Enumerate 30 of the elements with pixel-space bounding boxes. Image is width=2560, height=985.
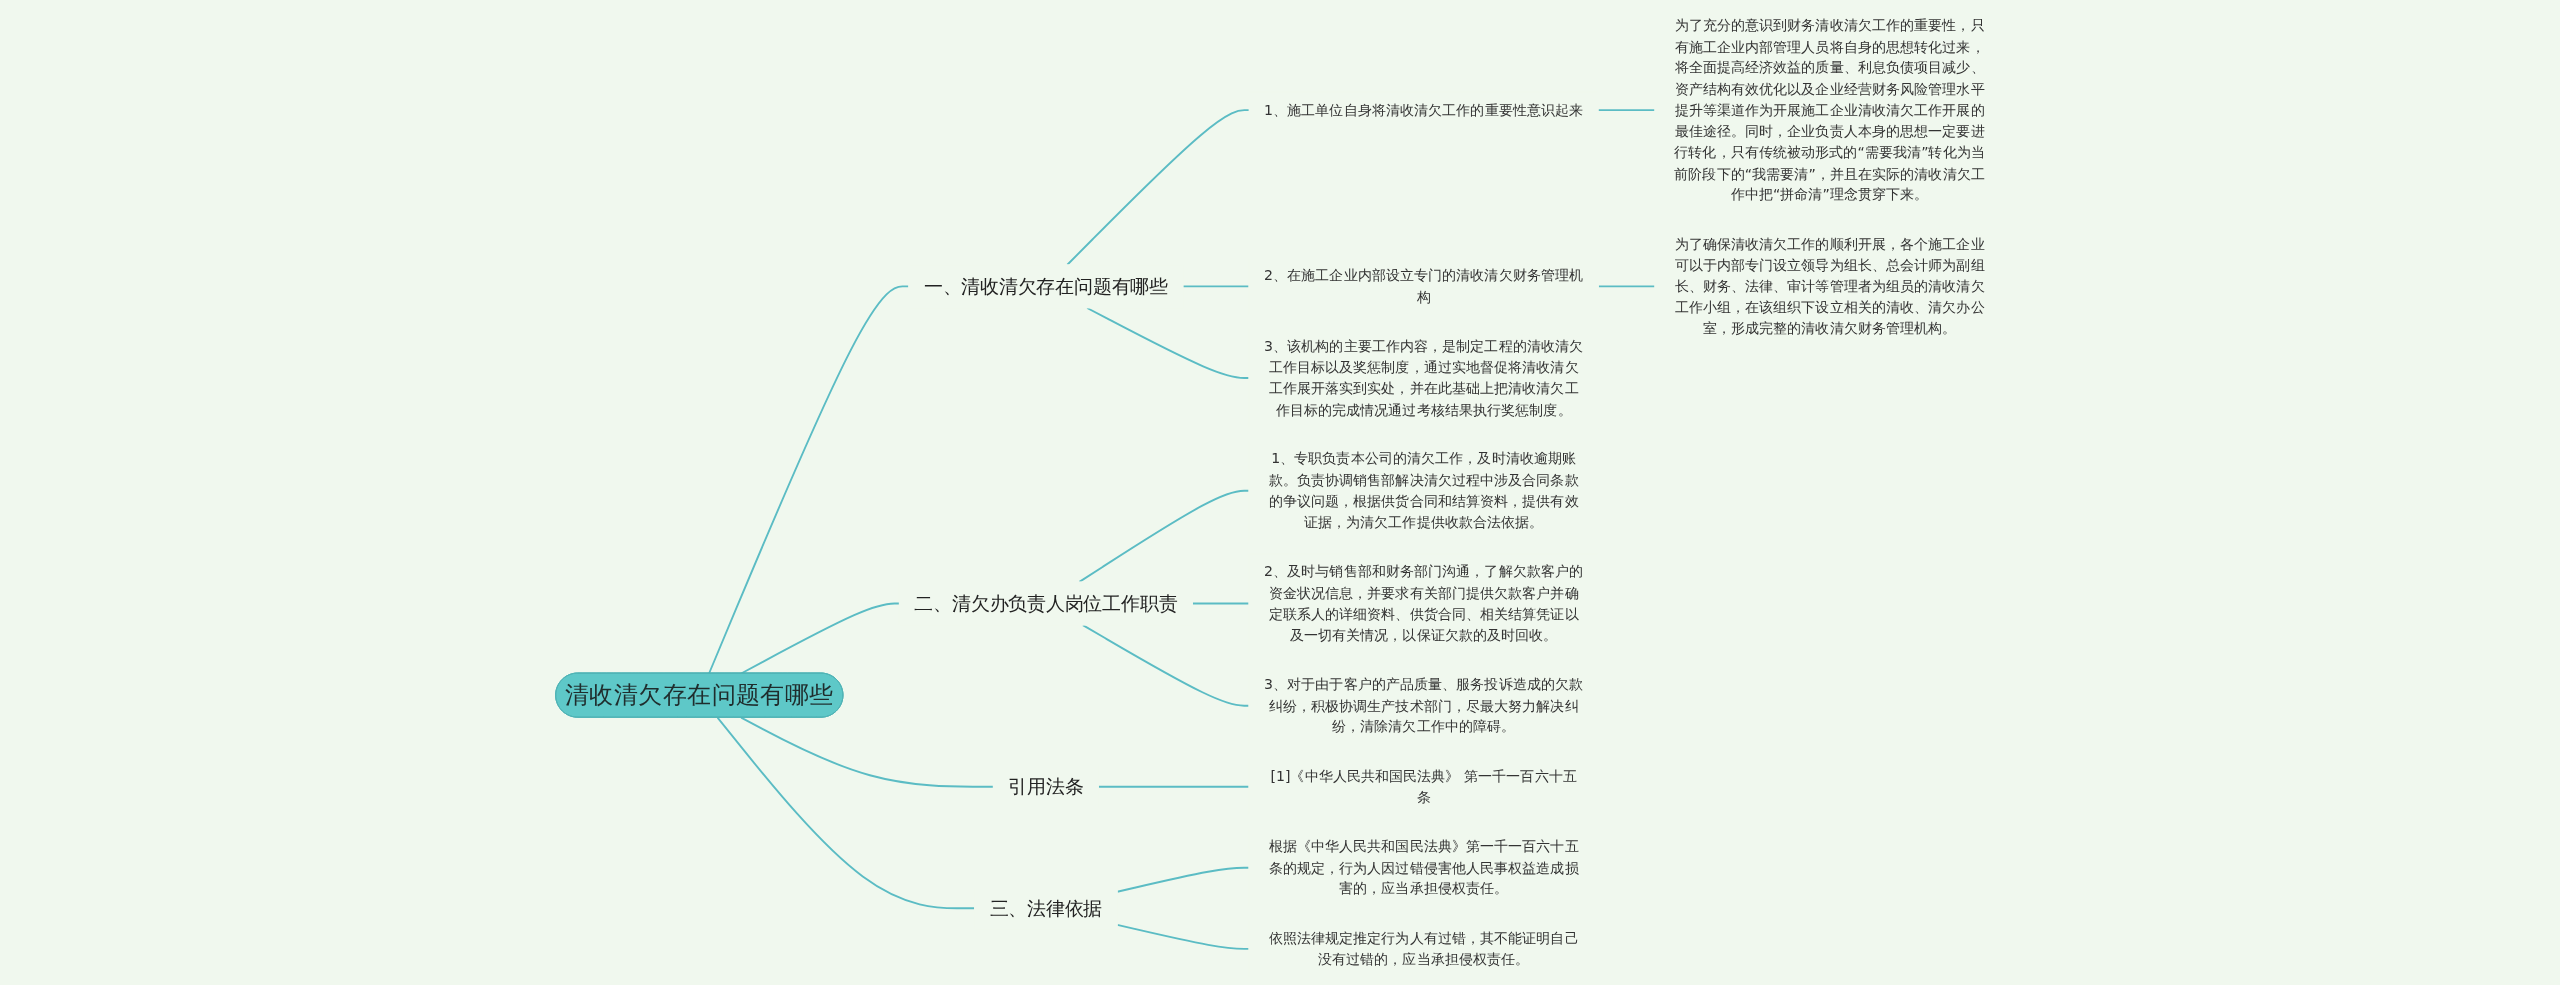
connector — [1597, 109, 1656, 112]
connector — [740, 716, 995, 788]
connector — [708, 285, 910, 675]
connector — [1182, 285, 1250, 288]
node-text: 2、及时与销售部和财务部门沟通，了解欠款客户的资金状况信息，并要求有关部门提供欠款客户并确定联系人的详细资料、供货合同、相关结算凭证以及一切有关情况，以保证欠款的及时回收。 — [1264, 563, 1584, 644]
node-text: 二、清欠办负责人岗位工作职责 — [914, 592, 1178, 615]
node-text: 为了充分的意识到财务清收清欠工作的重要性，只有施工企业内部管理人员将自身的思想转化过来，将全面提高经济效益的质量、利息负债项目减少、资产结构有效优化以及企业经营财务风险管理水平提升等渠道作为开展施工企业清收清欠工作开展的最佳途径。同时，企业负责人本身的思想一定要进行转化，只有传统被动形式的“需要我清”转化为当前阶段下的“我需要清”，并且在实际的清收清欠工作中把“拼命清”理念贯穿下来。 — [1674, 16, 1985, 203]
node-text: 2、在施工企业内部设立专门的清收清欠财务管理机构 — [1264, 267, 1584, 306]
connector — [1086, 307, 1250, 379]
node-text: 为了确保清收清欠工作的顺利开展，各个施工企业可以于内部专门设立领导为组长、总会计师为副组长、财务、法律、审计等管理者为组员的清收清欠工作小组，在该组织下设立相关的清收、清欠办公室，形成完整的清收清欠财务管理机构。 — [1674, 235, 1985, 337]
node-text: 引用法条 — [1008, 775, 1084, 799]
connector — [1116, 866, 1250, 893]
connector — [740, 602, 901, 675]
connector — [1097, 785, 1250, 788]
node-text: 3、该机构的主要工作内容，是制定工程的清收清欠工作目标以及奖惩制度，通过实地督促将清收清欠工作展开落实到实处，并在此基础上把清收清欠工作目标的完成情况通过考核结果执行奖惩制度。 — [1264, 337, 1584, 418]
node-text: 一、清收清欠存在问题有哪些 — [923, 275, 1169, 298]
node-text: [1]《中华人民共和国民法典》 第一千一百六十五条 — [1270, 767, 1577, 806]
node-text: 依照法律规定推定行为人有过错，其不能证明自己没有过错的，应当承担侵权责任。 — [1268, 929, 1579, 968]
connector — [1078, 489, 1250, 583]
connector — [1081, 624, 1250, 707]
connector — [1116, 923, 1250, 950]
connector — [716, 716, 976, 910]
node-text: 三、法律依据 — [989, 897, 1103, 920]
node-text: 3、对于由于客户的产品质量、服务投诉造成的欠款纠纷，积极协调生产技术部门，尽最大努力解决纠纷，清除清欠工作中的障碍。 — [1264, 675, 1584, 736]
node-text: 1、专职负责本公司的清欠工作，及时清收逾期账款。负责协调销售部解决清欠过程中涉及合同条款的争议问题，根据供货合同和结算资料，提供有效证据，为清欠工作提供收款合法依据。 — [1268, 450, 1579, 531]
node-text: 1、施工单位自身将清收清欠工作的重要性意识起来 — [1264, 101, 1584, 119]
node-text: 根据《中华人民共和国民法典》第一千一百六十五条的规定，行为人因过错侵害他人民事权益造成损害的，应当承担侵权责任。 — [1268, 837, 1579, 898]
connector — [1597, 285, 1656, 288]
connector — [1191, 602, 1250, 605]
connector — [1066, 109, 1250, 266]
